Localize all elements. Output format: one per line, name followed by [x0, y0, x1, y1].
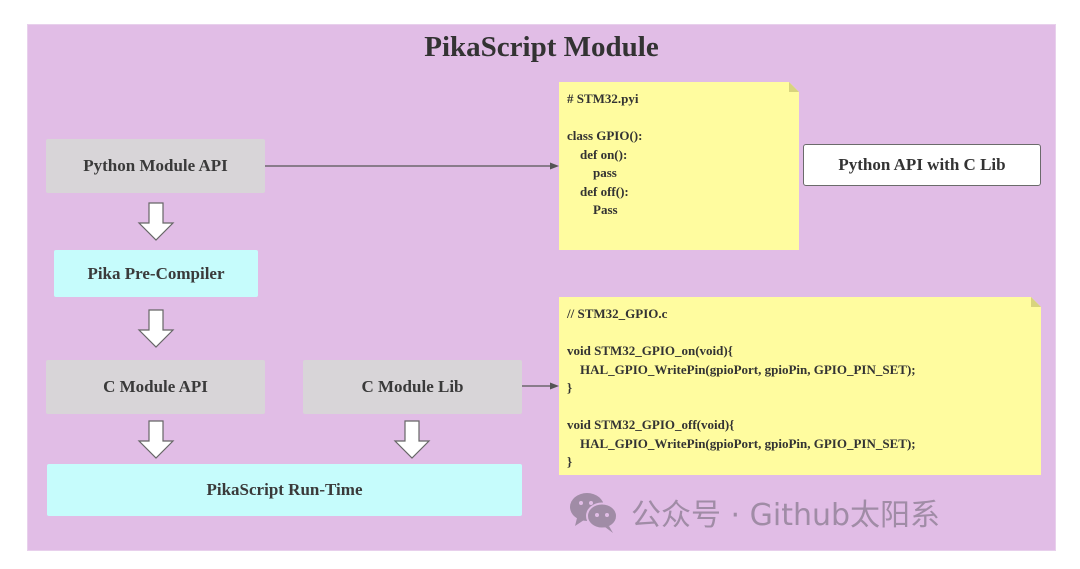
diagram-title: PikaScript Module [424, 31, 659, 63]
node-pikascript-runtime: PikaScript Run-Time [47, 464, 522, 516]
line-arrow-python-to-stub [265, 162, 559, 170]
block-arrow-down-icon [137, 420, 175, 459]
label-python-api-with-c-lib: Python API with C Lib [803, 144, 1041, 186]
wechat-icon [570, 493, 618, 533]
block-arrow-down-icon [137, 202, 175, 241]
watermark: 公众号 · Github太阳系 [567, 490, 940, 534]
note-c-source: // STM32_GPIO.c void STM32_GPIO_on(void)… [559, 297, 1041, 475]
block-arrow-down-icon [137, 309, 175, 348]
node-pika-precompiler: Pika Pre-Compiler [54, 250, 258, 297]
node-python-module-api: Python Module API [46, 139, 265, 193]
note-fold-corner [1031, 297, 1041, 307]
note-python-stub: # STM32.pyi class GPIO(): def on(): pass… [559, 82, 799, 250]
node-c-module-api: C Module API [46, 360, 265, 414]
watermark-text: 公众号 · Github太阳系 [631, 498, 941, 533]
line-arrow-clib-to-csource [522, 382, 559, 390]
note-fold-corner [789, 82, 799, 92]
node-c-module-lib: C Module Lib [303, 360, 522, 414]
block-arrow-down-icon [393, 420, 431, 459]
